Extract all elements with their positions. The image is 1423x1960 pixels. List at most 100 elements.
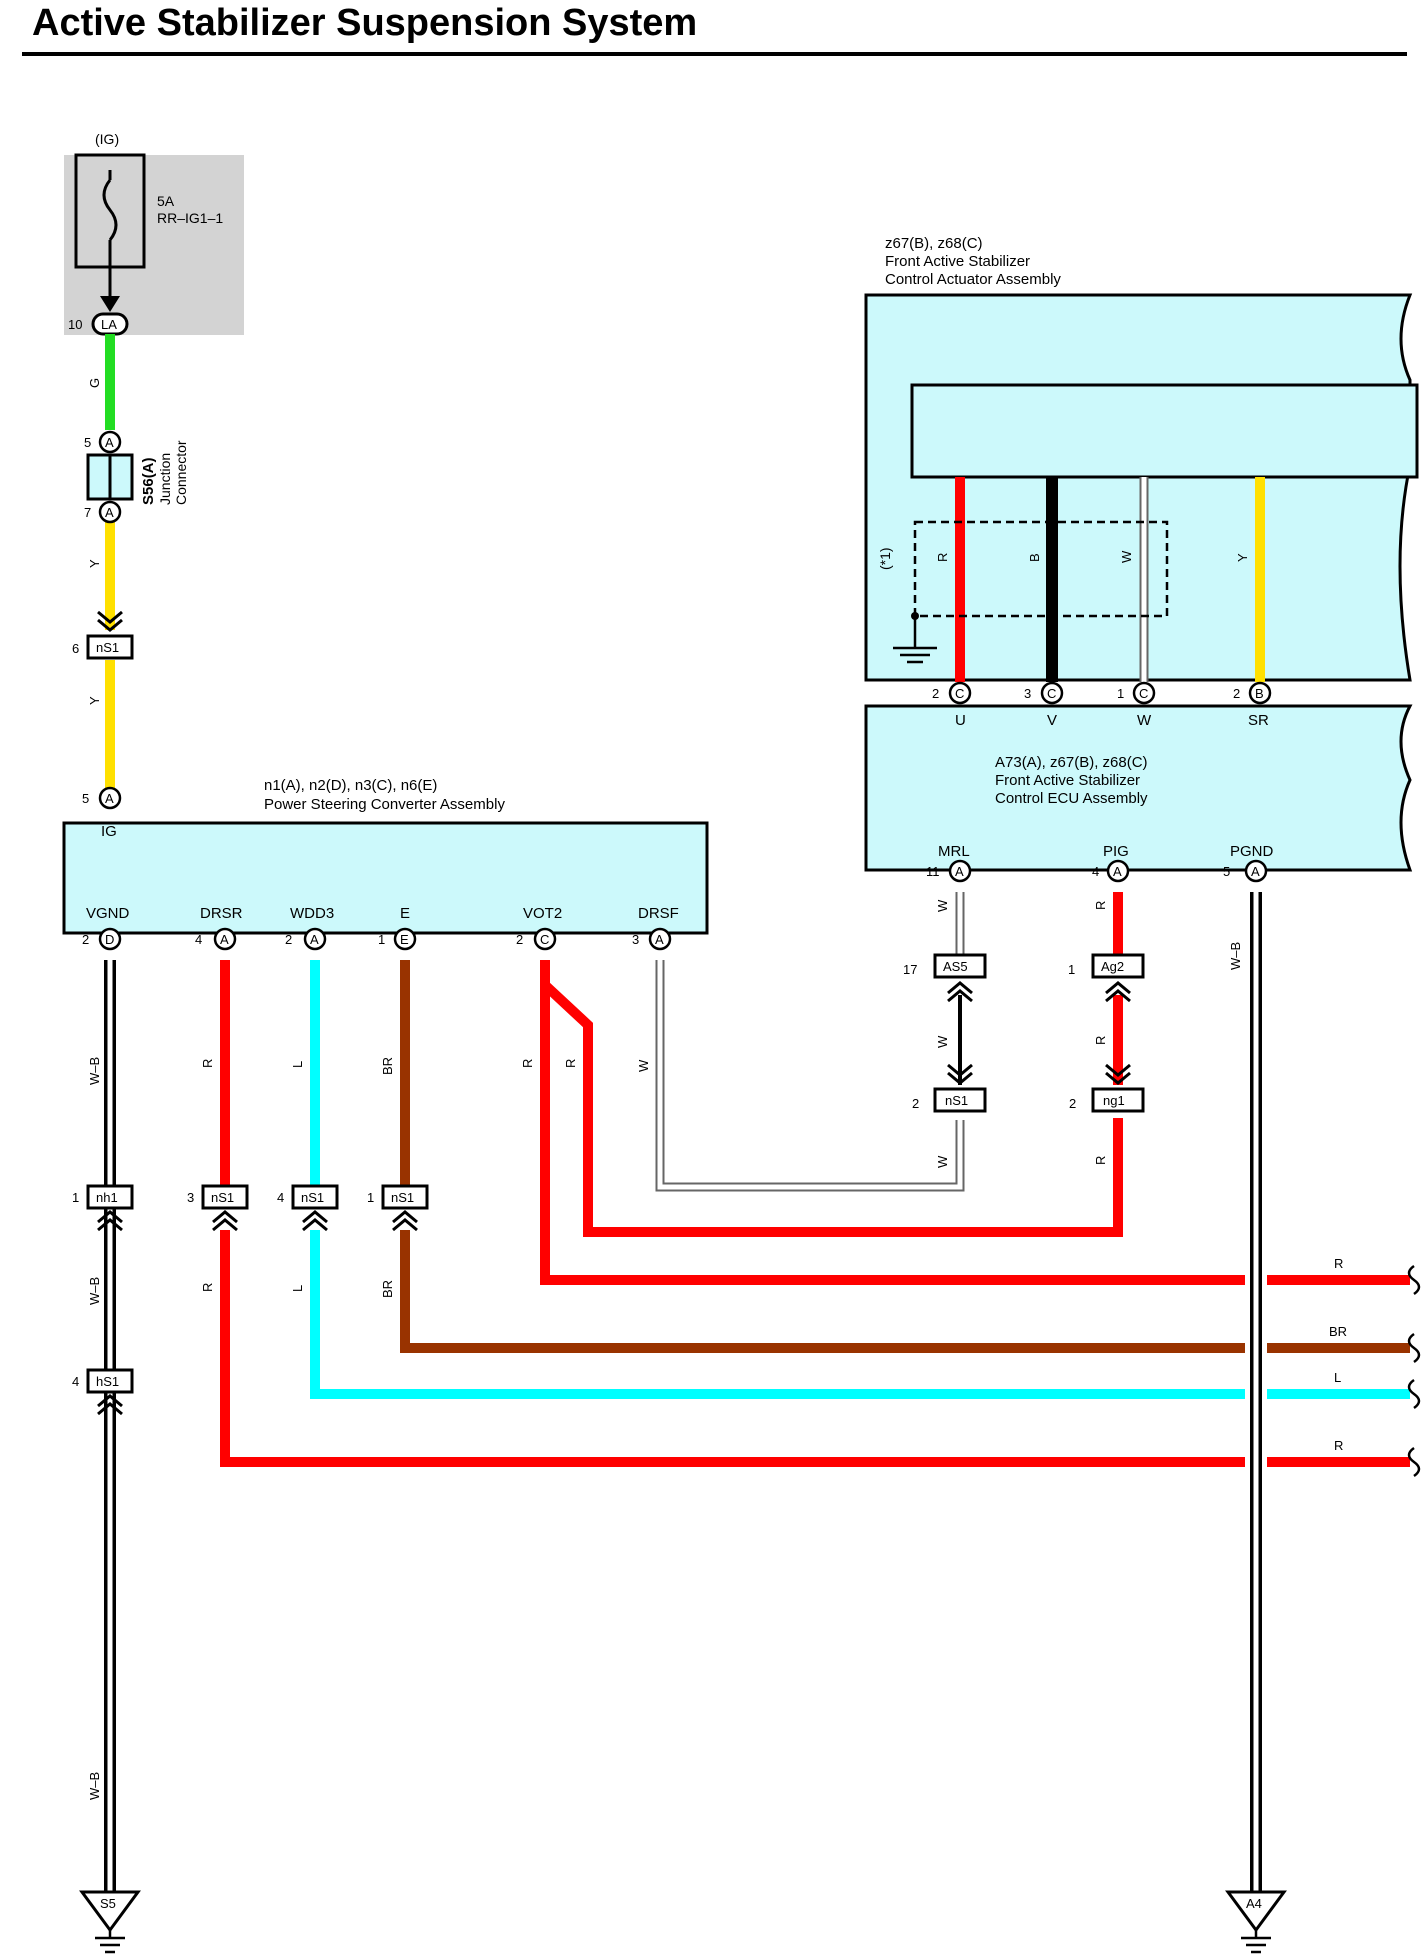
inline-connector-ns1-mrl: 2 nS1 (912, 1063, 987, 1113)
svg-text:W: W (1137, 712, 1152, 729)
psc-name: Power Steering Converter Assembly (264, 796, 505, 813)
svg-text:hS1: hS1 (96, 1374, 119, 1389)
svg-text:nS1: nS1 (301, 1190, 324, 1205)
svg-text:R: R (200, 1283, 215, 1292)
svg-text:W–B: W–B (1228, 942, 1243, 970)
svg-text:R: R (200, 1059, 215, 1068)
svg-text:R: R (1093, 1156, 1108, 1165)
inline-connector-ns1-wdd3: 4 nS1 (277, 1184, 339, 1232)
svg-text:4: 4 (195, 932, 202, 947)
svg-text:W: W (935, 1035, 950, 1048)
svg-text:R: R (935, 553, 950, 562)
svg-text:2: 2 (912, 1096, 919, 1111)
svg-text:6: 6 (72, 641, 79, 656)
junction-desc1: Junction (157, 453, 173, 505)
svg-text:W: W (636, 1059, 651, 1072)
svg-text:MRL: MRL (938, 843, 970, 860)
svg-text:2: 2 (516, 932, 523, 947)
shield-outline (913, 520, 1169, 618)
page-title: Active Stabilizer Suspension System (32, 2, 698, 44)
actuator-box (864, 293, 1413, 682)
junction-pin-out: 7 (84, 505, 91, 520)
svg-text:AS5: AS5 (943, 959, 968, 974)
wire-l-wdd3 (310, 1230, 1245, 1399)
svg-text:W: W (935, 1155, 950, 1168)
svg-text:1: 1 (72, 1190, 79, 1205)
svg-text:3: 3 (1024, 686, 1031, 701)
svg-text:4: 4 (72, 1374, 79, 1389)
svg-text:W: W (1119, 550, 1134, 563)
svg-text:L: L (1334, 1370, 1341, 1385)
power-steering-converter: n1(A), n2(D), n3(C), n6(E) Power Steerin… (62, 777, 709, 935)
wire-br-e (400, 1230, 1245, 1353)
actuator-terminal-w: 1 C W (1117, 681, 1156, 729)
psc-box (62, 821, 709, 935)
svg-text:2: 2 (1069, 1096, 1076, 1111)
svg-text:BR: BR (380, 1280, 395, 1298)
svg-text:nS1: nS1 (211, 1190, 234, 1205)
ecu-name-line2: Control ECU Assembly (995, 790, 1148, 807)
svg-text:Y: Y (1235, 553, 1250, 562)
offpage-break-icon (1407, 1264, 1421, 1478)
fuse-name: RR–IG1–1 (157, 210, 223, 226)
psc-terminal-e: E 1 E (378, 905, 417, 951)
inline-connector-as5: 17 AS5 (903, 953, 987, 1003)
svg-text:Y: Y (87, 559, 102, 568)
svg-text:ng1: ng1 (1103, 1093, 1125, 1108)
svg-text:4: 4 (1092, 864, 1099, 879)
svg-text:R: R (1093, 901, 1108, 910)
inline-connector-ag2: 1 Ag2 (1068, 953, 1145, 1003)
fuse-rating: 5A (157, 193, 175, 209)
svg-text:S5: S5 (100, 1896, 116, 1911)
svg-text:5: 5 (82, 791, 89, 806)
svg-text:3: 3 (187, 1190, 194, 1205)
wire-r-vot2 (540, 960, 1245, 1285)
inline-connector-ng1: 2 ng1 (1069, 1063, 1145, 1113)
svg-text:W–B: W–B (87, 1772, 102, 1800)
svg-text:G: G (87, 378, 102, 388)
svg-text:2: 2 (82, 932, 89, 947)
svg-text:nS1: nS1 (945, 1093, 968, 1108)
fuse-connector-code: LA (101, 317, 117, 332)
svg-text:1: 1 (367, 1190, 374, 1205)
ecu-codes: A73(A), z67(B), z68(C) (995, 754, 1148, 771)
svg-text:C: C (540, 932, 549, 947)
svg-text:VGND: VGND (86, 905, 130, 922)
psc-terminal-vgnd: VGND 2 D (82, 905, 130, 951)
inline-connector-ns1-yellow: 6 nS1 (72, 610, 134, 660)
shield-note: (*1) (877, 547, 893, 570)
svg-text:BR: BR (380, 1057, 395, 1075)
svg-text:DRSF: DRSF (638, 905, 679, 922)
svg-text:DRSR: DRSR (200, 905, 243, 922)
svg-text:D: D (105, 932, 114, 947)
svg-text:5: 5 (1223, 864, 1230, 879)
wire-r-drsr (220, 1230, 1245, 1467)
psc-ig-label: IG (101, 823, 117, 840)
svg-text:L: L (290, 1285, 305, 1292)
fuse-icon (102, 179, 118, 241)
svg-text:Y: Y (87, 696, 102, 705)
svg-text:SR: SR (1248, 712, 1269, 729)
svg-text:17: 17 (903, 962, 917, 977)
svg-text:C: C (1139, 686, 1148, 701)
actuator-motor-block (910, 383, 1419, 479)
svg-text:W: W (935, 899, 950, 912)
svg-text:R: R (520, 1059, 535, 1068)
svg-text:R: R (1334, 1256, 1343, 1271)
actuator-terminal-u: 2 C U (932, 681, 972, 729)
actuator-name-line1: Front Active Stabilizer (885, 253, 1030, 270)
actuator-name-line2: Control Actuator Assembly (885, 271, 1061, 288)
ecu-terminal-mrl: MRL 11 A (926, 843, 972, 883)
svg-text:A: A (105, 791, 114, 806)
wire-wb-pgnd (1250, 892, 1262, 1892)
svg-text:A: A (1251, 864, 1260, 879)
svg-text:R: R (1093, 1036, 1108, 1045)
psc-codes: n1(A), n2(D), n3(C), n6(E) (264, 777, 437, 794)
svg-text:A: A (655, 932, 664, 947)
svg-text:W–B: W–B (87, 1057, 102, 1085)
svg-text:A: A (220, 932, 229, 947)
svg-text:A: A (105, 435, 114, 450)
inline-connector-ns1-e: 1 nS1 (367, 1184, 429, 1232)
svg-text:PGND: PGND (1230, 843, 1274, 860)
